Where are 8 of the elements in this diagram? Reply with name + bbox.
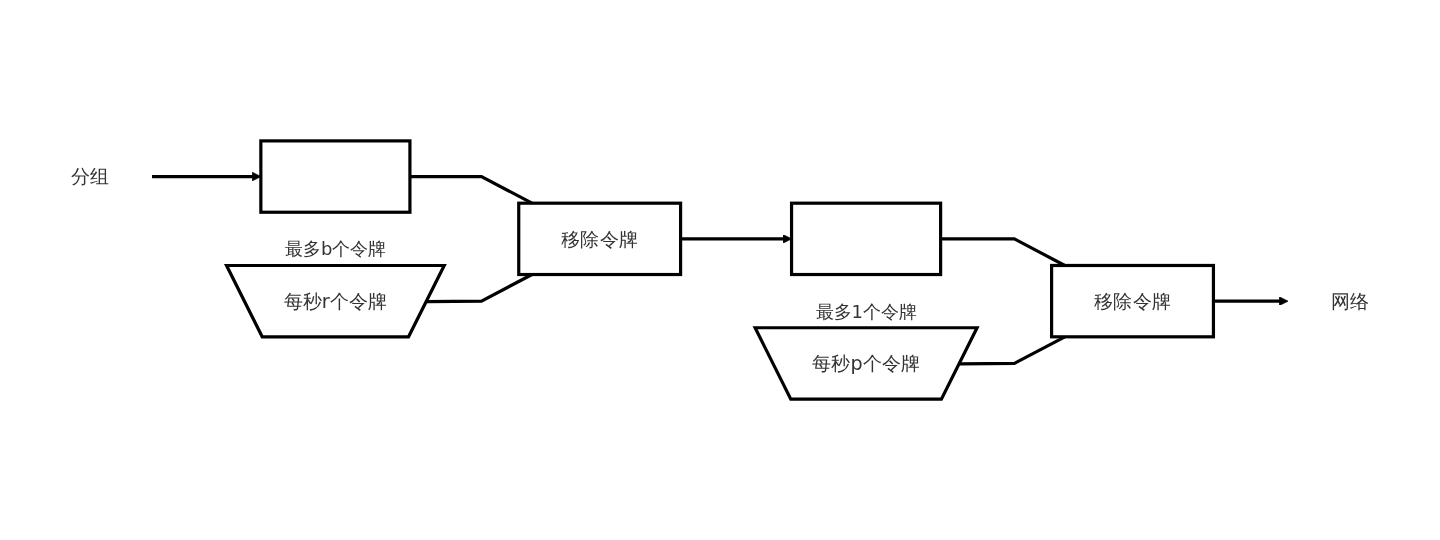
node-text: 网络: [1330, 289, 1369, 313]
node-box: [789, 201, 943, 277]
node-box: [259, 139, 412, 214]
node-box: 移除令牌: [1050, 263, 1216, 339]
note-text: 最多b个令牌: [284, 237, 387, 262]
node-text: 分组: [71, 165, 110, 188]
node-box: 移除令牌: [517, 201, 683, 277]
note-text: 最多1个令牌: [815, 299, 918, 324]
